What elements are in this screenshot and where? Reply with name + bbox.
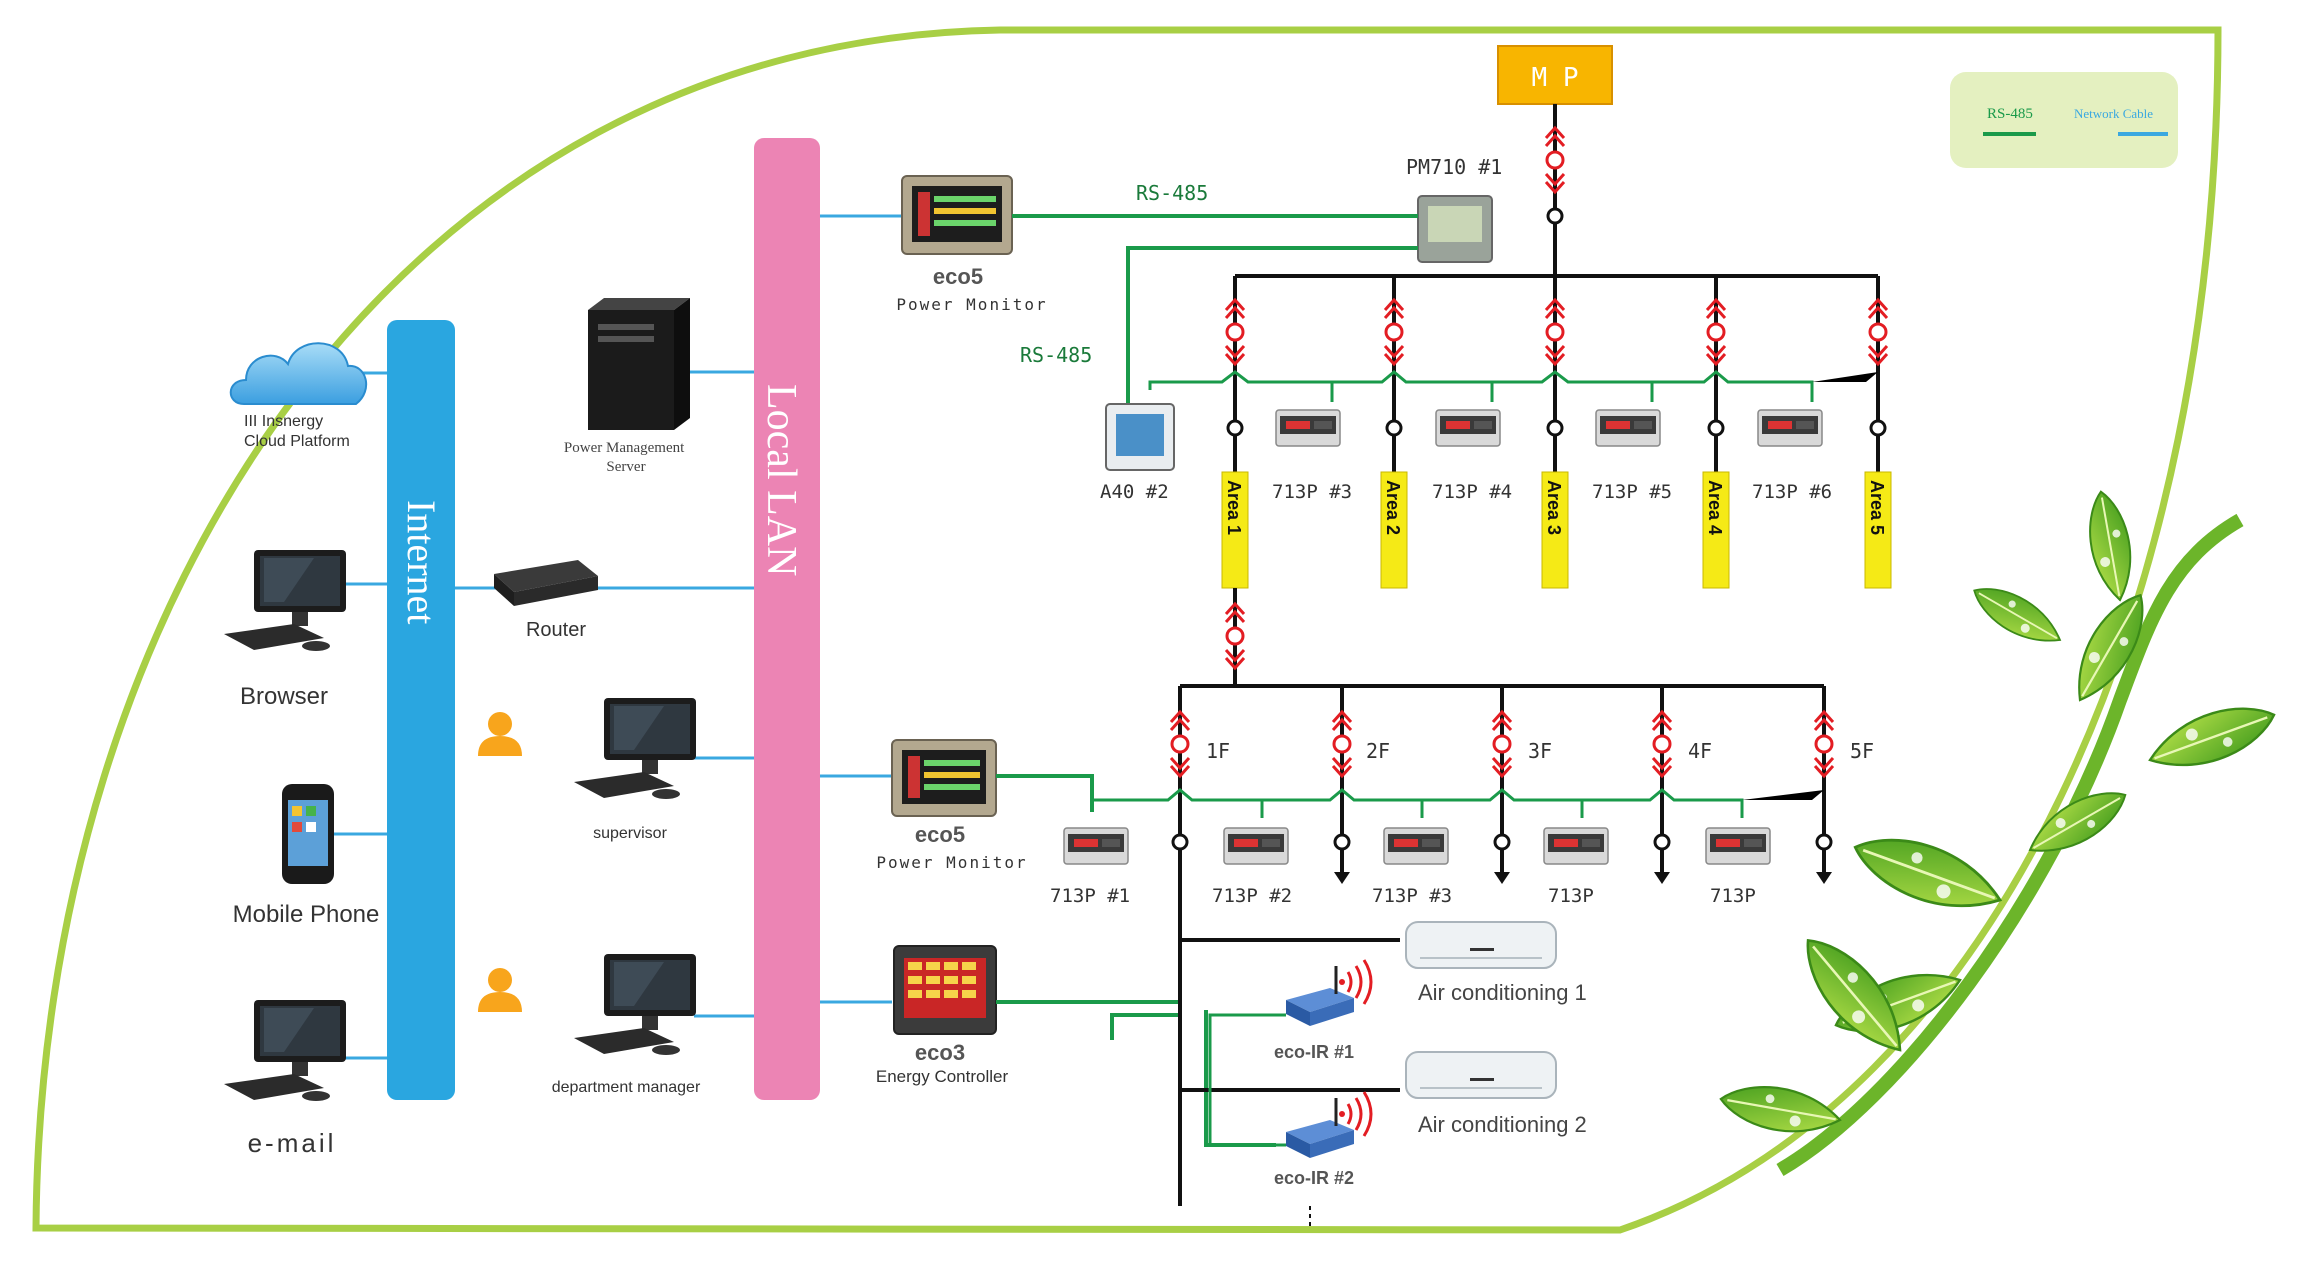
dept-label: department manager [552, 1079, 701, 1096]
floor-meter-4 [1543, 827, 1609, 865]
eco-ir-2-icon [1286, 1091, 1373, 1158]
server-line-1: Power Management [564, 440, 685, 456]
controller-brand: eco3 [915, 1040, 965, 1065]
router-label: Router [526, 619, 586, 641]
area-meter-label-3: 713P #3 [1272, 481, 1352, 503]
supervisor-pc-icon [574, 698, 696, 799]
supervisor-label: supervisor [593, 825, 667, 842]
a40-meter [1105, 403, 1175, 471]
ac-label-1: Air conditioning 1 [1418, 980, 1587, 1005]
supervisor-person-icon [478, 712, 522, 756]
router-icon [494, 560, 598, 606]
eco-ir-label-1: eco-IR #1 [1274, 1042, 1354, 1062]
floor-meter-2 [1223, 827, 1289, 865]
air-conditioner-1-icon [1405, 921, 1557, 969]
cloud-line-1: III Insnergy [244, 413, 323, 430]
eco3-controller [893, 945, 997, 1035]
floor-meter-label-2: 713P #2 [1212, 885, 1292, 907]
floor-label-5: 5F [1850, 739, 1874, 763]
mobile-phone-icon [282, 784, 334, 884]
floor-label-4: 4F [1688, 739, 1712, 763]
lan-label: Local LAN [758, 384, 804, 576]
area-meter-3 [1275, 409, 1341, 447]
mp-box [1497, 45, 1613, 105]
mobile-label: Mobile Phone [233, 901, 380, 928]
cloud-line-2: Cloud Platform [244, 433, 350, 450]
mp-label: M P [1532, 63, 1579, 93]
monitor1-brand: eco5 [933, 264, 983, 289]
pm710-meter [1417, 195, 1493, 263]
vine-decoration [1716, 487, 2284, 1177]
floor-meter-label-3: 713P #3 [1372, 885, 1452, 907]
ac-label-2: Air conditioning 2 [1418, 1112, 1587, 1137]
network-cables [330, 214, 902, 1060]
area-meter-label-5: 713P #5 [1592, 481, 1672, 503]
internet-label: Internet [399, 500, 444, 624]
email-pc-icon [224, 1000, 346, 1101]
rs485-side-label: RS-485 [1020, 343, 1092, 367]
area-meter-5 [1595, 409, 1661, 447]
eco-ir-label-2: eco-IR #2 [1274, 1168, 1354, 1188]
browser-pc-icon [224, 550, 346, 651]
air-conditioner-2-icon [1405, 1051, 1557, 1099]
floor-meter-1 [1063, 827, 1129, 865]
server-label: Power Management Server [564, 440, 688, 475]
server-icon [588, 298, 690, 430]
rs485-top-label: RS-485 [1136, 181, 1208, 205]
floor-meter-label-5: 713P [1710, 885, 1756, 907]
area-label-1: Area 1 [1224, 480, 1244, 535]
controller-sub: Energy Controller [876, 1067, 1009, 1086]
legend: RS-485 Network Cable [1950, 72, 2178, 168]
floor-meter-label-1: 713P #1 [1050, 885, 1130, 907]
monitor1-sub: Power Monitor [896, 295, 1047, 314]
floor-label-3: 3F [1528, 739, 1552, 763]
eco5-monitor-1 [901, 175, 1013, 255]
legend-rs485-label: RS-485 [1987, 106, 2033, 122]
cloud-label: III Insnergy Cloud Platform [244, 413, 350, 450]
breaker-area1 [1224, 602, 1246, 670]
breaker-main [1544, 126, 1566, 194]
eco-ir-1-icon [1286, 959, 1373, 1026]
floor-label-1: 1F [1206, 739, 1230, 763]
area-meter-label-4: 713P #4 [1432, 481, 1512, 503]
area-box-5 [1864, 471, 1892, 589]
leaf-frame [32, 26, 2222, 1234]
pm710-label: PM710 #1 [1406, 155, 1502, 179]
area-box-1 [1221, 471, 1249, 589]
area-meter-4 [1435, 409, 1501, 447]
floor-meter-label-4: 713P [1548, 885, 1594, 907]
lan-bar [754, 138, 820, 1100]
server-line-2: Server [606, 459, 645, 475]
floor-meter-3 [1383, 827, 1449, 865]
area-label-4: Area 4 [1705, 480, 1725, 535]
area-box-2 [1380, 471, 1408, 589]
area-label-3: Area 3 [1544, 480, 1564, 535]
monitor2-brand: eco5 [915, 822, 965, 847]
monitor2-sub: Power Monitor [876, 853, 1027, 872]
floor-meter-5 [1705, 827, 1771, 865]
cloud-icon [229, 342, 367, 405]
eco5-monitor-2 [891, 739, 997, 817]
dept-pc-icon [574, 954, 696, 1055]
area-branches [1148, 276, 1889, 472]
internet-bar [387, 320, 455, 1100]
floor-label-2: 2F [1366, 739, 1390, 763]
floor-branches [1090, 686, 1835, 884]
area-meter-6 [1757, 409, 1823, 447]
a40-label: A40 #2 [1100, 481, 1169, 503]
dept-person-icon [478, 968, 522, 1012]
area-meter-label-6: 713P #6 [1752, 481, 1832, 503]
area-box-3 [1541, 471, 1569, 589]
area-label-2: Area 2 [1383, 480, 1403, 535]
browser-label: Browser [240, 683, 328, 710]
area-box-4 [1702, 471, 1730, 589]
legend-network-label: Network Cable [2074, 106, 2153, 121]
area-label-5: Area 5 [1867, 480, 1887, 535]
email-label: e-mail [248, 1128, 337, 1158]
